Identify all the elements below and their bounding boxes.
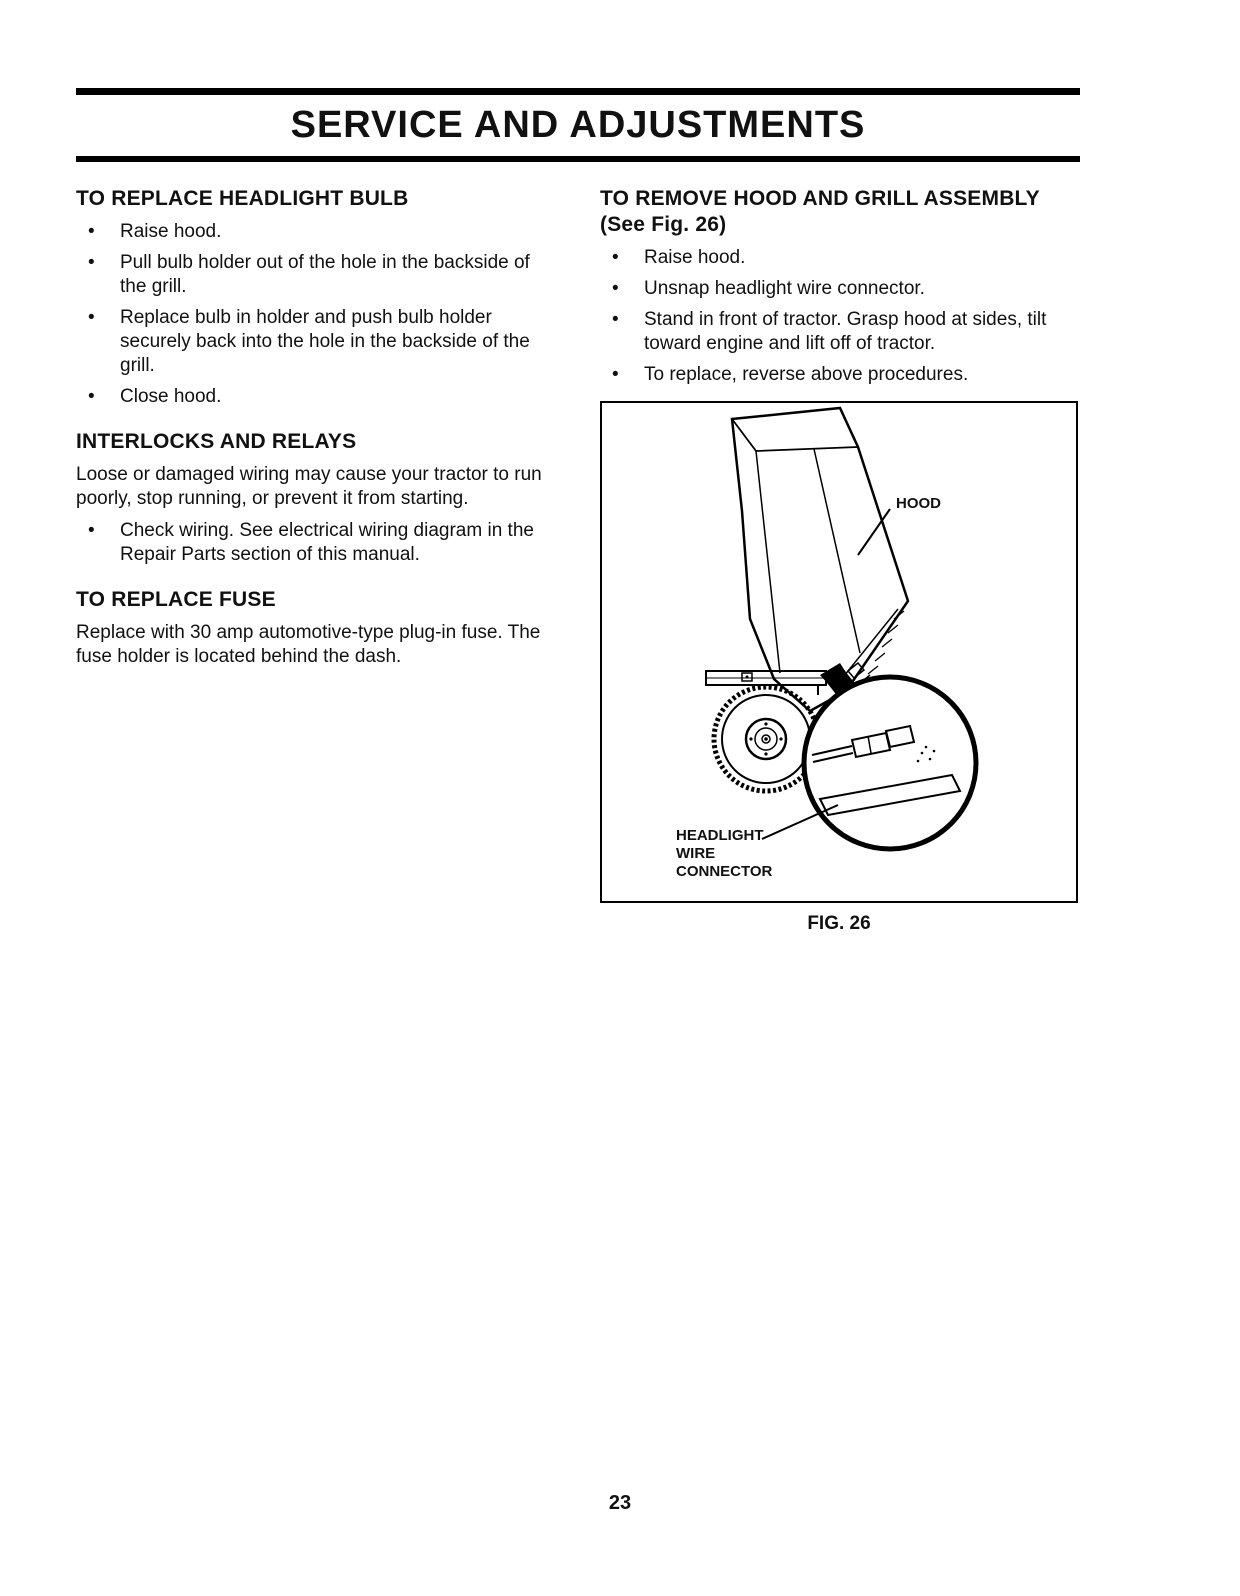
figure-caption: FIG. 26 — [807, 913, 871, 934]
remove-hood-bullet-list: Raise hood. Unsnap headlight wire connec… — [600, 246, 1080, 387]
page-title: SERVICE AND ADJUSTMENTS — [290, 104, 866, 146]
heading-replace-headlight-bulb: TO REPLACE HEADLIGHT BULB — [76, 187, 409, 210]
heading-interlocks-and-relays: INTERLOCKS AND RELAYS — [76, 430, 357, 453]
bullet-item: Stand in front of tractor. Grasp hood at… — [600, 308, 1080, 356]
bullet-item: Raise hood. — [600, 246, 1080, 270]
hood-pointer-line — [857, 508, 891, 556]
figure-26-drawing — [705, 406, 979, 852]
figure-26: HOOD HEADLIGHT WIRE CONNECTOR — [600, 401, 1078, 903]
chassis-drawing — [705, 670, 827, 695]
figure-label-hood: HOOD — [896, 495, 941, 512]
bullet-item: Replace bulb in holder and push bulb hol… — [76, 306, 554, 378]
left-column: TO REPLACE HEADLIGHT BULB Raise hood. Pu… — [76, 184, 554, 935]
two-column-layout: TO REPLACE HEADLIGHT BULB Raise hood. Pu… — [76, 184, 1080, 935]
interlocks-intro-paragraph: Loose or damaged wiring may cause your t… — [76, 464, 542, 509]
heading-remove-hood-and-grill: TO REMOVE HOOD AND GRILL ASSEMBLY (See F… — [600, 187, 1040, 236]
interlocks-bullet-list: Check wiring. See electrical wiring diag… — [76, 519, 554, 567]
title-rule-top — [76, 88, 1080, 95]
title-rule-bottom — [76, 156, 1080, 162]
figure-label-headlight-wire-connector: HEADLIGHT WIRE CONNECTOR — [676, 827, 773, 880]
bullet-item: Raise hood. — [76, 220, 554, 244]
page-number: 23 — [608, 1492, 632, 1514]
right-column: TO REMOVE HOOD AND GRILL ASSEMBLY (See F… — [600, 184, 1080, 935]
replace-fuse-paragraph: Replace with 30 amp automotive-type plug… — [76, 622, 541, 667]
bullet-item: Check wiring. See electrical wiring diag… — [76, 519, 554, 567]
page-content: SERVICE AND ADJUSTMENTS TO REPLACE HEADL… — [76, 88, 1080, 935]
connector-pointer-line — [761, 804, 839, 840]
bullet-item: Unsnap headlight wire connector. — [600, 277, 1080, 301]
bullet-item: Close hood. — [76, 385, 554, 409]
bullet-item: Pull bulb holder out of the hole in the … — [76, 251, 554, 299]
replace-headlight-bullet-list: Raise hood. Pull bulb holder out of the … — [76, 220, 554, 409]
magnifier-circle — [801, 674, 979, 852]
heading-replace-fuse: TO REPLACE FUSE — [76, 588, 276, 611]
bullet-item: To replace, reverse above procedures. — [600, 363, 1080, 387]
hood-drawing — [730, 406, 910, 713]
